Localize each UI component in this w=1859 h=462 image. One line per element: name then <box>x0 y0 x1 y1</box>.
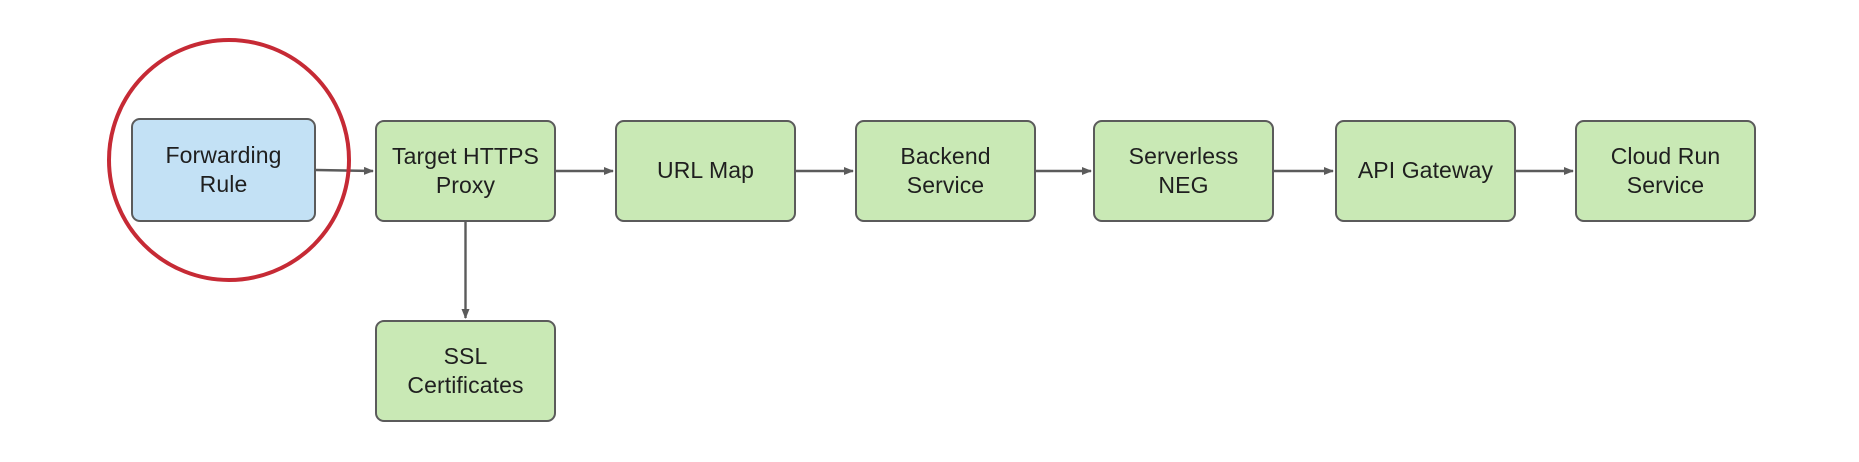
node-cloud-run-service[interactable]: Cloud Run Service <box>1575 120 1756 222</box>
node-url-map[interactable]: URL Map <box>615 120 796 222</box>
node-target-https-proxy[interactable]: Target HTTPS Proxy <box>375 120 556 222</box>
forwarding-rule-highlight-circle <box>107 38 351 282</box>
node-backend-service[interactable]: Backend Service <box>855 120 1036 222</box>
node-forwarding-rule[interactable]: Forwarding Rule <box>131 118 316 222</box>
node-ssl-certificates[interactable]: SSL Certificates <box>375 320 556 422</box>
node-api-gateway[interactable]: API Gateway <box>1335 120 1516 222</box>
node-serverless-neg[interactable]: Serverless NEG <box>1093 120 1274 222</box>
